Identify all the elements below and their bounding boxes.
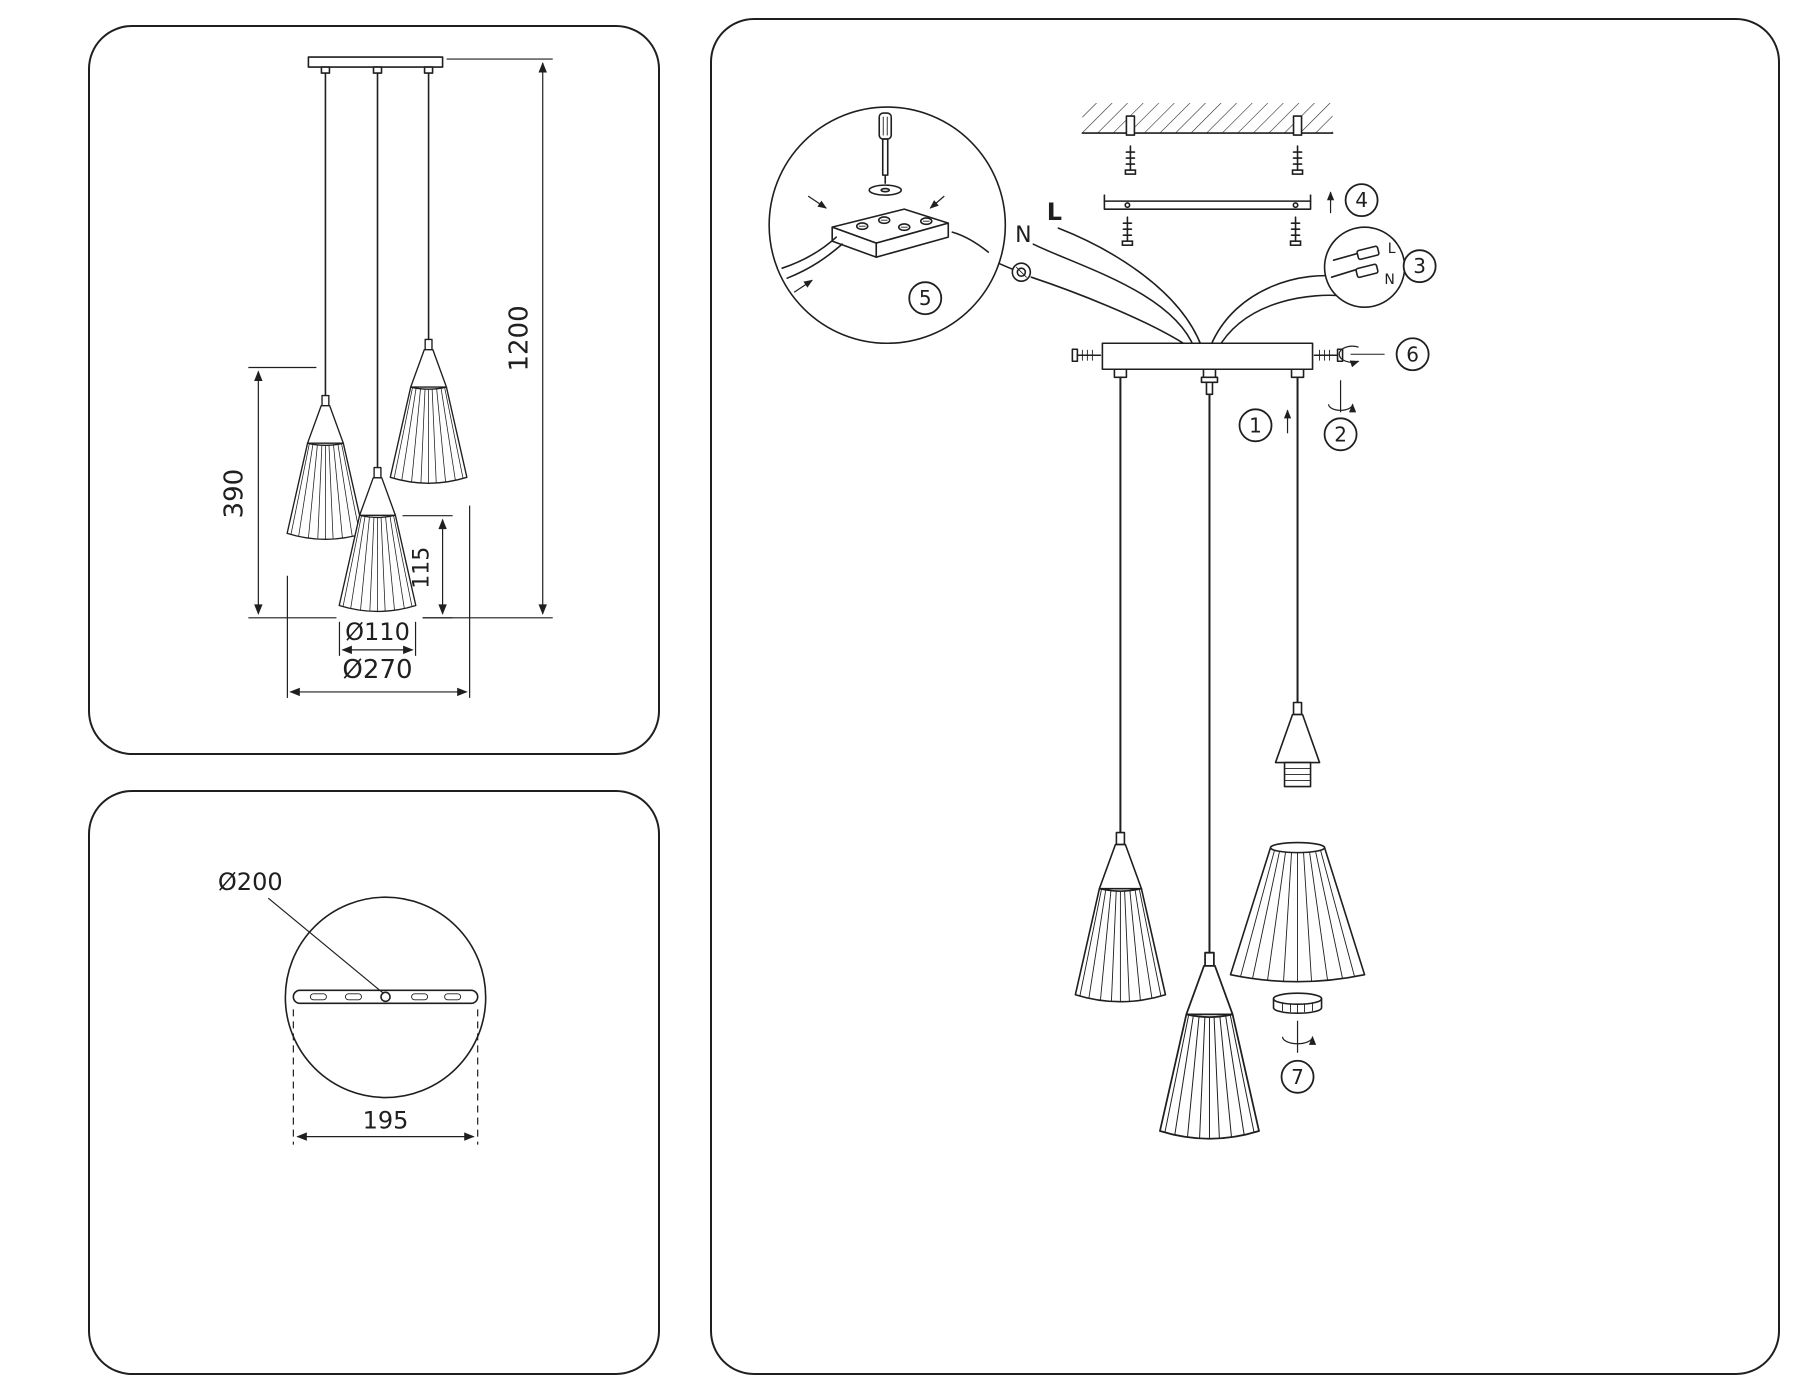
cord-gland (1200, 368, 1219, 396)
cord-gland (1113, 368, 1128, 379)
ceiling-bar (307, 56, 444, 68)
step-badge-5: 5 (908, 281, 943, 316)
shade (1074, 831, 1167, 1003)
step-badge-4: 4 (1344, 183, 1379, 218)
connector-label-neutral: N (1384, 272, 1394, 288)
side-screw-icon (1313, 348, 1344, 363)
assembly-drawing: N L (768, 103, 1437, 1140)
svg-text:4: 4 (1355, 188, 1368, 212)
dimension-mount-spacing: 195 (292, 1009, 479, 1145)
svg-text:390: 390 (219, 469, 249, 519)
cord-gland (1290, 368, 1305, 379)
step-badge-6: 6 (1395, 337, 1430, 372)
rotate-icon (1281, 1020, 1317, 1053)
shade (389, 338, 468, 484)
ceiling-screw-icon (1124, 145, 1137, 175)
svg-text:7: 7 (1291, 1065, 1304, 1089)
dimensions-panel: 1200 390 115 Ø110 (88, 25, 660, 755)
canopy-top-view (284, 896, 487, 1099)
svg-text:Ø270: Ø270 (342, 655, 412, 685)
screwdriver-icon (878, 112, 893, 184)
wiring-detail-bubble (768, 106, 1007, 345)
svg-text:1200: 1200 (505, 305, 535, 371)
bracket-screw-icon (1121, 216, 1134, 246)
svg-text:5: 5 (919, 286, 932, 310)
dimension-fixture-spread: Ø270 (286, 505, 471, 698)
mounting-plate (292, 989, 479, 1005)
dimension-pendant-drop: 390 (219, 366, 337, 619)
svg-text:3: 3 (1413, 254, 1426, 278)
retaining-ring (1272, 992, 1323, 1015)
bracket-screw-icon (1289, 216, 1302, 246)
step-badge-1: 1 (1238, 408, 1273, 443)
supply-wires (1030, 227, 1348, 351)
shade (286, 394, 365, 541)
washer-icon (868, 184, 903, 196)
dimension-shade-diameter: Ø110 (338, 618, 417, 656)
ceiling (1081, 103, 1334, 136)
svg-text:2: 2 (1334, 422, 1347, 446)
ground-screw-icon (997, 262, 1032, 282)
drill-hole (1125, 115, 1136, 136)
ceiling-screw-icon (1291, 145, 1304, 175)
svg-text:195: 195 (363, 1107, 409, 1135)
canopy-panel: Ø200 195 (88, 790, 660, 1375)
dimension-canopy-diameter: Ø200 (218, 868, 384, 994)
svg-text:6: 6 (1406, 342, 1419, 366)
detached-shade (1229, 841, 1366, 983)
canopy-drawing: Ø200 195 (218, 868, 487, 1145)
mounting-slots (309, 993, 462, 1001)
side-screw-icon (1071, 348, 1102, 363)
detail-wires (781, 231, 990, 279)
terminal-block-icon (831, 208, 950, 258)
mounting-bracket (1103, 194, 1312, 210)
center-hole (380, 991, 391, 1003)
assembly-panel: N L (710, 18, 1780, 1375)
rotate-icon (1338, 345, 1385, 368)
dimension-overall-height: 1200 (422, 58, 553, 619)
insert-arrow-icon (793, 195, 945, 293)
svg-text:Ø110: Ø110 (345, 618, 410, 646)
shade (1159, 951, 1260, 1140)
wire-label-neutral: N (1015, 223, 1031, 248)
dimension-drawing: 1200 390 115 Ø110 (219, 56, 553, 698)
svg-text:115: 115 (410, 547, 435, 589)
lamp-holder (1274, 701, 1321, 788)
step-badge-3: 3 (1402, 249, 1437, 284)
connector-detail-bubble: L N (1323, 226, 1406, 309)
wire-label-live: L (1047, 198, 1062, 226)
drill-hole (1292, 115, 1303, 136)
dimension-shade-height: 115 (402, 515, 453, 619)
step-badge-2: 2 (1323, 417, 1358, 452)
svg-text:1: 1 (1249, 413, 1262, 437)
step-badge-7: 7 (1280, 1059, 1315, 1094)
canopy (1071, 342, 1344, 396)
pendant-lamp-front-view (286, 56, 468, 613)
svg-text:Ø200: Ø200 (218, 868, 283, 896)
rotate-icon (1327, 380, 1357, 413)
connector-label-live: L (1388, 241, 1396, 257)
